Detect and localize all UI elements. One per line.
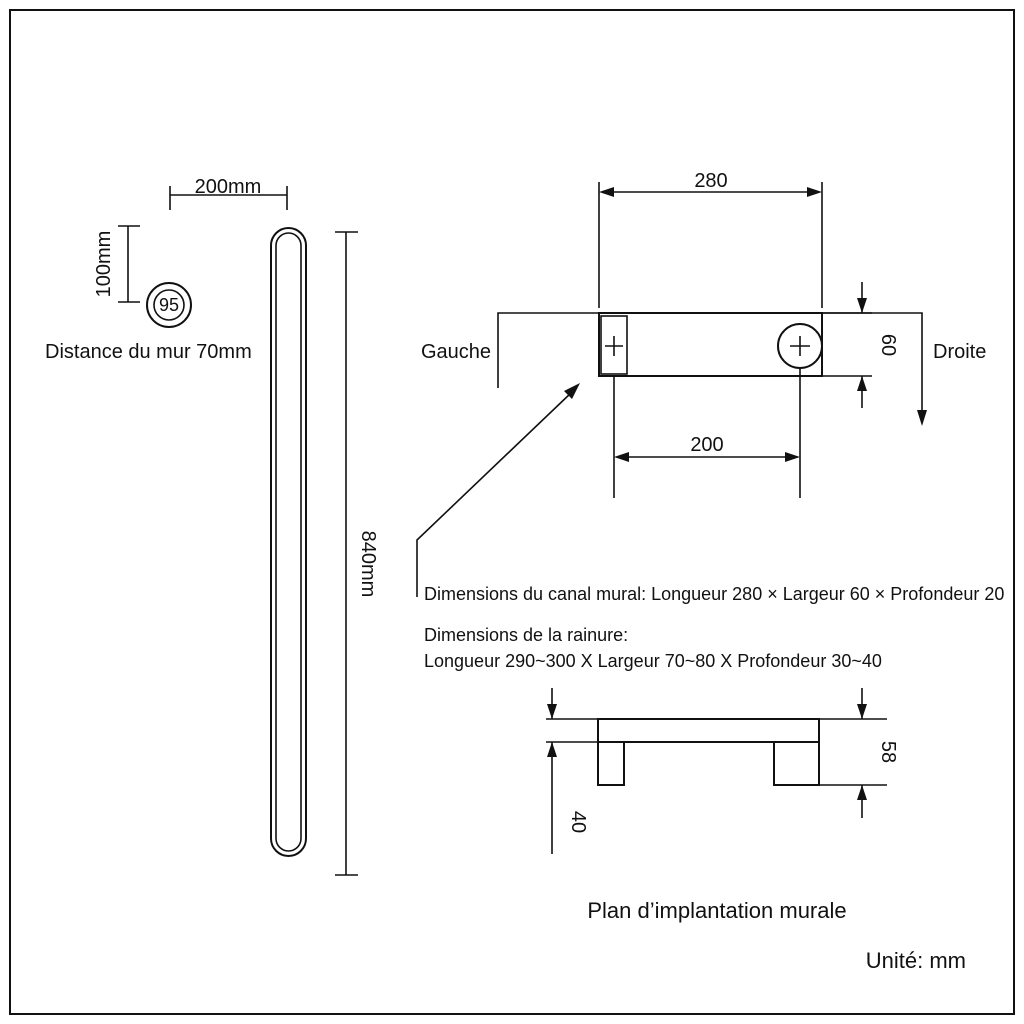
- leader-line: [416, 391, 573, 597]
- rail-section-inner-circle: [153, 289, 185, 321]
- unit-label: Unité: mm: [866, 948, 966, 973]
- channel-width-arrow-top: [857, 298, 867, 313]
- channel-length-arrow-left: [599, 187, 614, 197]
- channel-width-arrow-bottom: [857, 376, 867, 391]
- thickness-arrow-bottom: [547, 742, 557, 757]
- depth-arrow-top: [857, 704, 867, 719]
- rail-outline-inner: [275, 232, 302, 852]
- channel-dimensions-note: Dimensions du canal mural: Longueur 280 …: [424, 584, 1004, 604]
- channel-left-slot: [600, 315, 628, 375]
- diagram-title: Plan d’implantation murale: [587, 898, 846, 923]
- depth-arrow-bottom: [857, 785, 867, 800]
- right-side-label: Droite: [933, 341, 986, 363]
- rail-outline-outer: [270, 227, 307, 857]
- thickness-label: 40: [567, 811, 589, 833]
- bracket-top-bar: [597, 718, 820, 743]
- thickness-arrow-top: [547, 704, 557, 719]
- left-side-label: Gauche: [421, 341, 491, 363]
- rail-height-label: 840mm: [357, 531, 379, 598]
- spacing-label: 200: [690, 434, 723, 456]
- rail-depth-label: 100mm: [93, 231, 115, 298]
- bracket-right-leg: [773, 741, 820, 786]
- channel-outline: [598, 312, 823, 377]
- towel-rail-view: 200mm 100mm 95 Distance du mur 70mm 840m…: [45, 176, 379, 876]
- page-frame: [9, 9, 1015, 1015]
- bracket-side-view: 40 58: [546, 688, 899, 854]
- dimension-notes: Dimensions du canal mural: Longueur 280 …: [424, 584, 1004, 671]
- groove-dimensions-note: Longueur 290~300 X Largeur 70~80 X Profo…: [424, 651, 882, 671]
- spacing-arrow-left: [614, 452, 629, 462]
- wall-distance-label: Distance du mur 70mm: [45, 341, 252, 363]
- groove-title-note: Dimensions de la rainure:: [424, 625, 628, 645]
- spacing-arrow-right: [785, 452, 800, 462]
- left-side-marker: [497, 312, 599, 388]
- depth-label: 58: [877, 741, 899, 763]
- note-leader: [416, 383, 580, 597]
- bracket-left-leg: [597, 741, 625, 786]
- rail-section-outer-circle: [146, 282, 192, 328]
- rail-width-label: 200mm: [195, 176, 262, 198]
- right-side-arrow: [917, 410, 927, 426]
- channel-length-arrow-right: [807, 187, 822, 197]
- right-side-marker: [822, 312, 923, 414]
- rail-section-label: 95: [159, 295, 179, 315]
- leader-arrowhead: [564, 383, 580, 399]
- channel-length-label: 280: [694, 170, 727, 192]
- wall-channel-plan: 280 200 60 Gauche Droite: [421, 170, 986, 498]
- channel-width-label: 60: [877, 334, 899, 356]
